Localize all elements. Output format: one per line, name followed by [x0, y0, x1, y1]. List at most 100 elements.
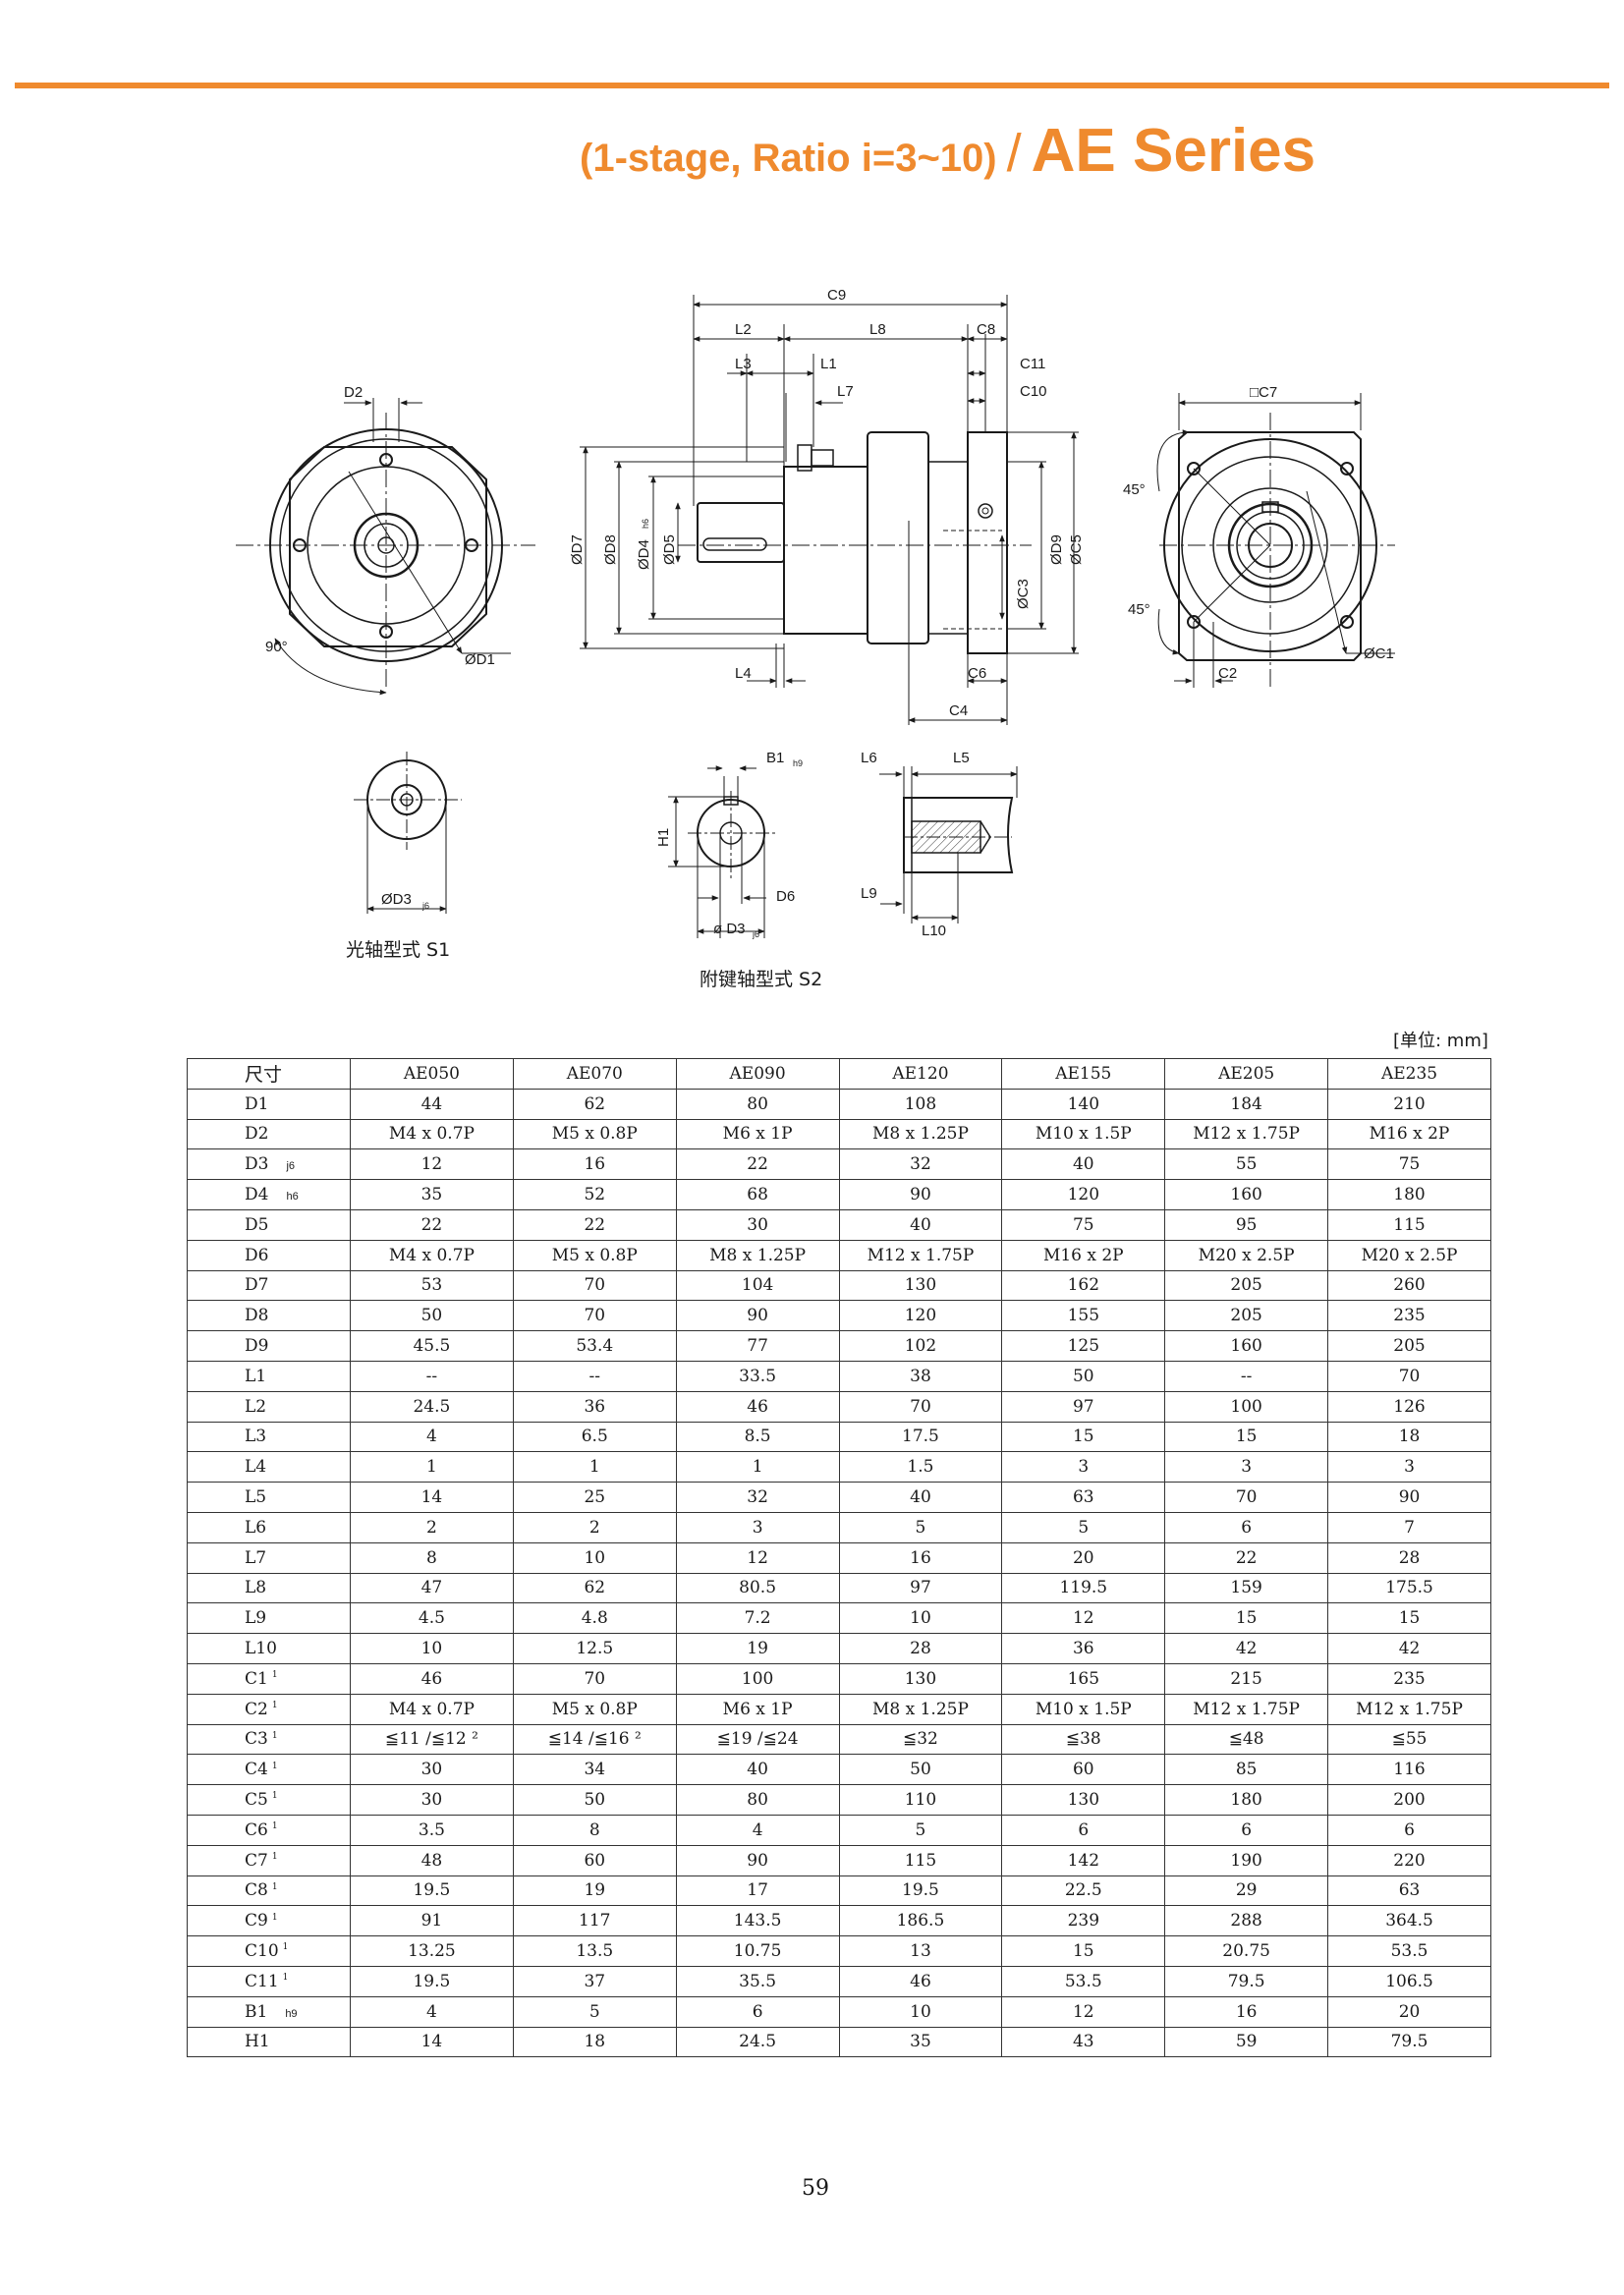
table-cell: 2: [350, 1511, 514, 1543]
table-cell: 36: [1001, 1633, 1166, 1664]
table-cell: M8 x 1.25P: [838, 1693, 1003, 1725]
table-cell: 5: [838, 1814, 1003, 1846]
table-cell: 18: [512, 2026, 677, 2058]
row-label: L7: [187, 1541, 351, 1574]
table-cell: 35: [350, 1179, 514, 1210]
table-cell: 180: [1164, 1784, 1329, 1816]
shaft-s2-view: [668, 765, 776, 938]
side-label-l7: L7: [837, 383, 854, 400]
table-cell: 10: [838, 1602, 1003, 1635]
table-cell: ≦38: [1001, 1723, 1166, 1756]
table-cell: 62: [512, 1088, 677, 1120]
table-cell: 130: [1001, 1784, 1166, 1816]
table-cell: 15: [1001, 1935, 1166, 1967]
table-cell: 40: [1001, 1148, 1166, 1181]
table-cell: 13.5: [512, 1935, 677, 1967]
table-cell: 15: [1164, 1421, 1329, 1453]
table-cell: ≦14 /≦16 ²: [512, 1723, 677, 1756]
table-cell: 3: [675, 1511, 840, 1543]
table-cell: 45.5: [350, 1330, 514, 1362]
detail-label-l5: L5: [953, 750, 970, 766]
table-cell: 80: [675, 1784, 840, 1816]
table-cell: --: [350, 1360, 514, 1392]
table-cell: 80.5: [675, 1572, 840, 1604]
table-cell: M20 x 2.5P: [1164, 1239, 1329, 1271]
table-cell: 12: [1001, 1602, 1166, 1635]
table-cell: 106.5: [1327, 1965, 1491, 1997]
table-cell: 46: [675, 1390, 840, 1423]
table-cell: 1: [512, 1451, 677, 1483]
row-label: D7: [187, 1269, 351, 1302]
table-cell: 19.5: [350, 1965, 514, 1997]
flange-label-c7: □C7: [1250, 384, 1277, 401]
table-cell: 16: [512, 1148, 677, 1181]
table-cell: 35: [838, 2026, 1003, 2058]
table-cell: 28: [1327, 1541, 1491, 1574]
table-cell: 80: [675, 1088, 840, 1120]
table-cell: 42: [1327, 1633, 1491, 1664]
table-cell: 215: [1164, 1662, 1329, 1695]
title-slash: /: [1006, 124, 1022, 183]
table-cell: 110: [838, 1784, 1003, 1816]
table-cell: 19.5: [350, 1875, 514, 1907]
table-cell: 16: [838, 1541, 1003, 1574]
side-label-c6: C6: [968, 665, 986, 682]
table-cell: 48: [350, 1844, 514, 1876]
table-cell: 142: [1001, 1844, 1166, 1876]
row-label: L1: [187, 1360, 351, 1392]
side-label-d4-tol: h6: [641, 519, 650, 529]
table-corner: 尺寸: [187, 1058, 351, 1090]
table-cell: M5 x 0.8P: [512, 1693, 677, 1725]
table-cell: 125: [1001, 1330, 1166, 1362]
table-cell: 8.5: [675, 1421, 840, 1453]
table-cell: 115: [1327, 1208, 1491, 1241]
table-cell: M20 x 2.5P: [1327, 1239, 1491, 1271]
table-cell: 40: [838, 1208, 1003, 1241]
table-cell: 28: [838, 1633, 1003, 1664]
s1-label-d3: ØD3: [381, 891, 412, 908]
page-title: (1-stage, Ratio i=3~10)/AE Series: [580, 116, 1464, 186]
flange-label-c2: C2: [1218, 665, 1237, 682]
side-label-d4: ØD4: [636, 539, 652, 570]
front-label-angle: 90°: [265, 639, 288, 655]
table-cell: 12: [675, 1541, 840, 1574]
table-cell: 6: [1001, 1814, 1166, 1846]
table-cell: 46: [838, 1965, 1003, 1997]
table-cell: 85: [1164, 1754, 1329, 1786]
table-cell: 50: [838, 1754, 1003, 1786]
table-cell: 35.5: [675, 1965, 840, 1997]
table-cell: 205: [1164, 1269, 1329, 1302]
table-cell: 22: [675, 1148, 840, 1181]
table-cell: 190: [1164, 1844, 1329, 1876]
table-cell: 1: [350, 1451, 514, 1483]
table-cell: 19.5: [838, 1875, 1003, 1907]
table-cell: 15: [1001, 1421, 1166, 1453]
table-cell: M8 x 1.25P: [675, 1239, 840, 1271]
table-cell: 19: [512, 1875, 677, 1907]
table-cell: 15: [1164, 1602, 1329, 1635]
table-cell: 160: [1164, 1179, 1329, 1210]
row-label: L10: [187, 1633, 351, 1664]
shaft-detail-view: [879, 766, 1018, 924]
table-cell: 5: [1001, 1511, 1166, 1543]
table-cell: M12 x 1.75P: [1164, 1693, 1329, 1725]
table-cell: 8: [512, 1814, 677, 1846]
table-cell: 40: [838, 1482, 1003, 1513]
table-cell: 6: [1164, 1814, 1329, 1846]
